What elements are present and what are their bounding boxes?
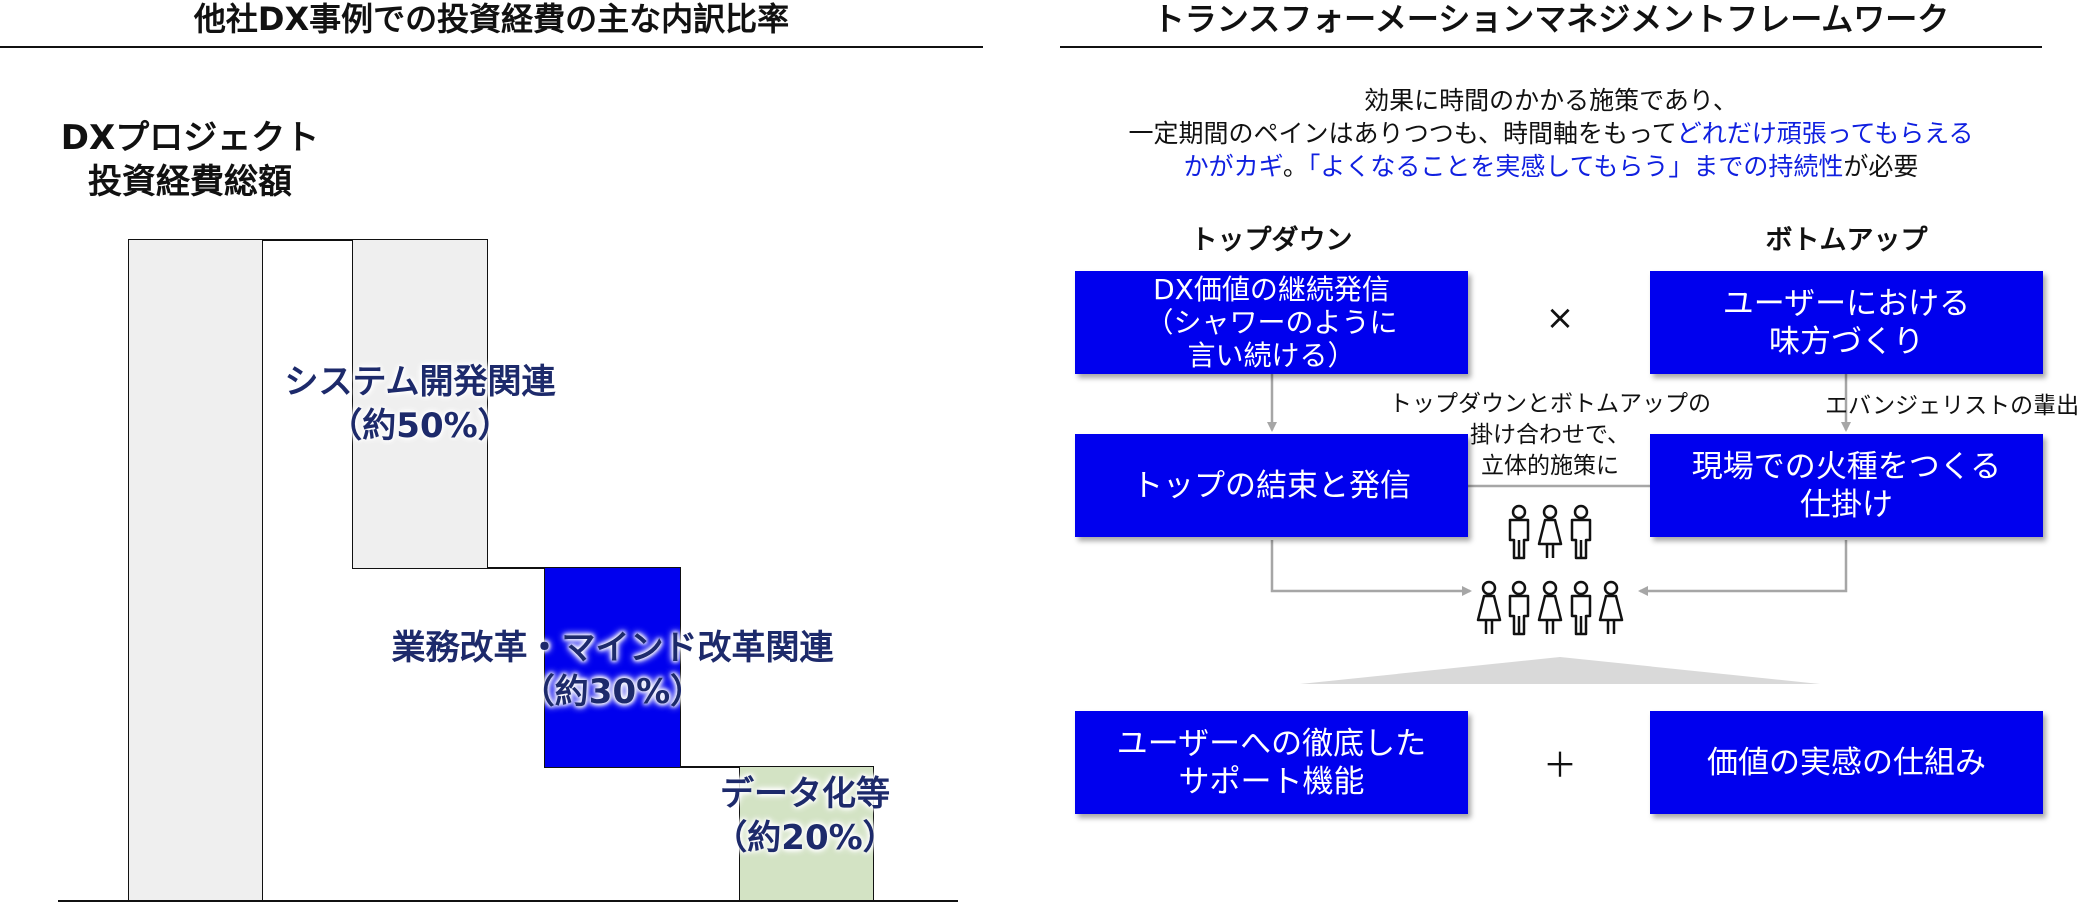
total-label: DXプロジェクト 投資経費総額 [40,116,340,204]
total-bar-right-edge [263,239,352,241]
segment-name-system: システム開発関連 [284,362,556,402]
segment-pct-system: （約50%） [328,406,512,446]
center-note: トップダウンとボトムアップの 掛け合わせで、 立体的施策に [1389,391,1711,479]
intro-line-3-plain-2: が必要 [1843,152,1919,181]
segment-label-business: 業務改革・マインド改革関連 （約30%） [340,626,885,714]
box-dx-value-broadcast: DX価値の継続発信 （シャワーのように 言い続ける） [1075,271,1468,374]
bottom-up-label: ボトムアップ [1765,225,1928,256]
segment-bar-system [352,239,488,569]
box-field-spark: 現場での火種をつくる 仕掛け [1650,434,2043,537]
total-bar [128,239,263,902]
segment-name-data: データ化等 [720,774,890,814]
chart-baseline [58,900,958,902]
times-symbol: × [1545,298,1575,338]
right-panel-title: トランスフォーメーションマネジメントフレームワーク [1152,0,1950,38]
step-connector-2 [681,766,739,768]
segment-bar-business [544,567,681,768]
intro-line-3: かがカギ。「よくなることを実感してもらう」までの持続性が必要 [1060,150,2042,183]
box-value-realization: 価値の実感の仕組み [1650,711,2043,814]
box-field-spark-text: 現場での火種をつくる 仕掛け [1691,448,2002,523]
flow-connectors [1267,372,1851,684]
box-user-allies: ユーザーにおける 味方づくり [1650,271,2043,374]
arrow-mid-left-to-people [1270,540,1472,596]
box-user-support-text: ユーザーへの徹底した サポート機能 [1116,725,1427,800]
left-title-underline [0,46,983,48]
total-label-line2: 投資経費総額 [88,162,292,202]
intro-line-2-plain: 一定期間のペインはありつつも、時間軸をもって [1128,119,1677,148]
segment-bar-data [739,766,874,902]
intro-line-3-plain-1: 。 [1282,152,1308,181]
right-title-underline [1060,46,2042,48]
intro-line-3-highlight-1: かがカギ [1183,152,1283,181]
total-label-line1: DXプロジェクト [60,118,320,158]
box-user-allies-text: ユーザーにおける 味方づくり [1722,285,1971,360]
box-top-unity: トップの結束と発信 [1075,434,1468,537]
box-top-unity-text: トップの結束と発信 [1132,467,1411,504]
left-panel-title: 他社DX事例での投資経費の主な内訳比率 [193,0,790,38]
segment-name-business: 業務改革・マインド改革関連 [391,628,834,668]
step-connector-1 [488,567,544,569]
segment-label-system: システム開発関連 （約50%） [220,360,620,448]
funnel-shape [1300,657,1820,684]
box-user-support: ユーザーへの徹底した サポート機能 [1075,711,1468,814]
top-down-label: トップダウン [1190,225,1353,256]
arrow-mid-right-to-people [1638,540,1848,596]
intro-line-1: 効果に時間のかかる施策であり、 [1364,86,1738,115]
box-value-realization-text: 価値の実感の仕組み [1707,744,1986,781]
intro-line-2-highlight: どれだけ頑張ってもらえる [1676,119,1974,148]
segment-pct-business: （約30%） [520,672,705,712]
evangelist-note: エバンジェリストの輩出 [1825,393,2080,419]
intro-line-2: 一定期間のペインはありつつも、時間軸をもってどれだけ頑張ってもらえる [1060,117,2042,150]
segment-label-data: データ化等 （約20%） [680,772,930,860]
segment-pct-data: （約20%） [713,818,897,858]
plus-symbol: ＋ [1543,746,1577,786]
box-dx-value-broadcast-text: DX価値の継続発信 （シャワーのように 言い続ける） [1145,273,1398,372]
intro-text: 効果に時間のかかる施策であり、 一定期間のペインはありつつも、時間軸をもってどれ… [1060,84,2042,183]
intro-line-3-highlight-2: 「よくなることを実感してもらう」までの持続性 [1307,152,1844,181]
people-group-icon [1476,504,1624,636]
